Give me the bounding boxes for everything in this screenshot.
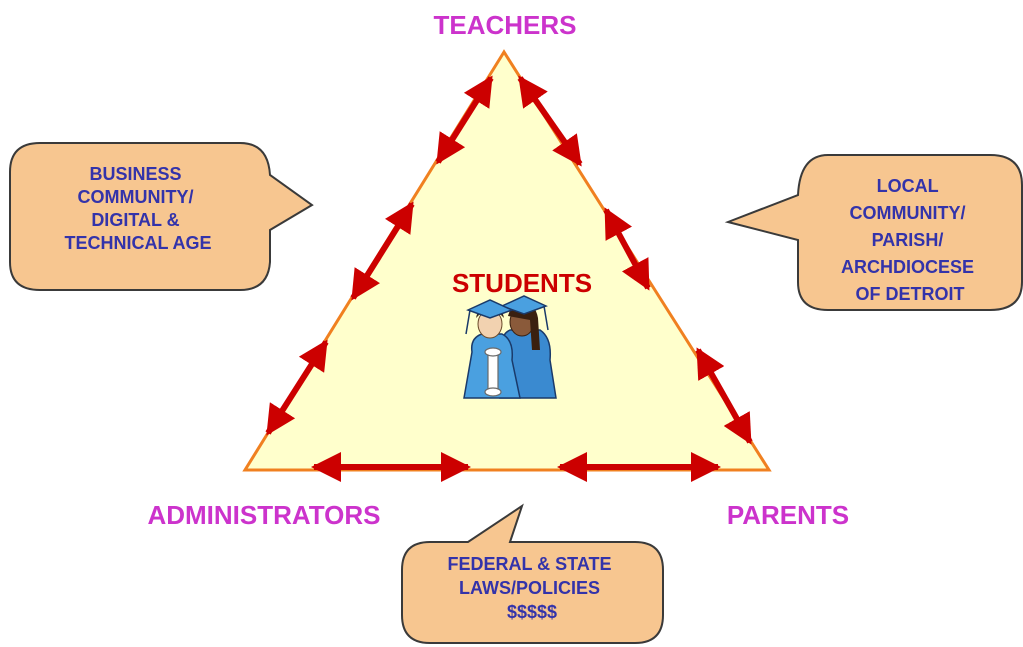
right-edge-arrow-2 — [603, 207, 651, 291]
callout-local-line-5: OF DETROIT — [856, 284, 965, 304]
callout-local-line-2: COMMUNITY/ — [849, 203, 965, 223]
callout-local-line-3: PARISH/ — [872, 230, 944, 250]
right-edge-arrow-3 — [695, 347, 753, 445]
left-edge-arrow-1 — [435, 75, 494, 165]
callout-local-bubble — [724, 154, 1023, 311]
callout-local-text: LOCAL COMMUNITY/ PARISH/ ARCHDIOCESE OF … — [841, 176, 979, 304]
center-title-students: STUDENTS — [452, 268, 592, 298]
left-edge-arrow-3 — [265, 339, 329, 436]
callout-business-line-3: DIGITAL & — [91, 210, 179, 230]
callout-local-line-4: ARCHDIOCESE — [841, 257, 974, 277]
left-edge-arrow-2 — [350, 201, 415, 301]
vertex-label-administrators: ADMINISTRATORS — [147, 500, 380, 530]
triangle — [242, 49, 772, 472]
callout-federal-line-3: $$$$$ — [507, 602, 557, 622]
callout-business-line-2: COMMUNITY/ — [77, 187, 193, 207]
callout-federal-line-2: LAWS/POLICIES — [459, 578, 600, 598]
callout-local-line-1: LOCAL — [877, 176, 939, 196]
callout-federal-line-1: FEDERAL & STATE — [447, 554, 611, 574]
callout-federal-text: FEDERAL & STATE LAWS/POLICIES $$$$$ — [447, 554, 616, 622]
callout-federal-bubble — [401, 503, 664, 644]
callout-business-line-4: TECHNICAL AGE — [64, 233, 211, 253]
callout-business-text: BUSINESS COMMUNITY/ DIGITAL & TECHNICAL … — [64, 164, 211, 253]
callout-business-bubble — [9, 142, 314, 291]
right-edge-arrow-1 — [517, 75, 583, 167]
vertex-label-teachers: TEACHERS — [433, 10, 576, 40]
callout-business-line-1: BUSINESS — [89, 164, 181, 184]
graduates-clipart-icon — [463, 295, 557, 399]
vertex-label-parents: PARENTS — [727, 500, 849, 530]
